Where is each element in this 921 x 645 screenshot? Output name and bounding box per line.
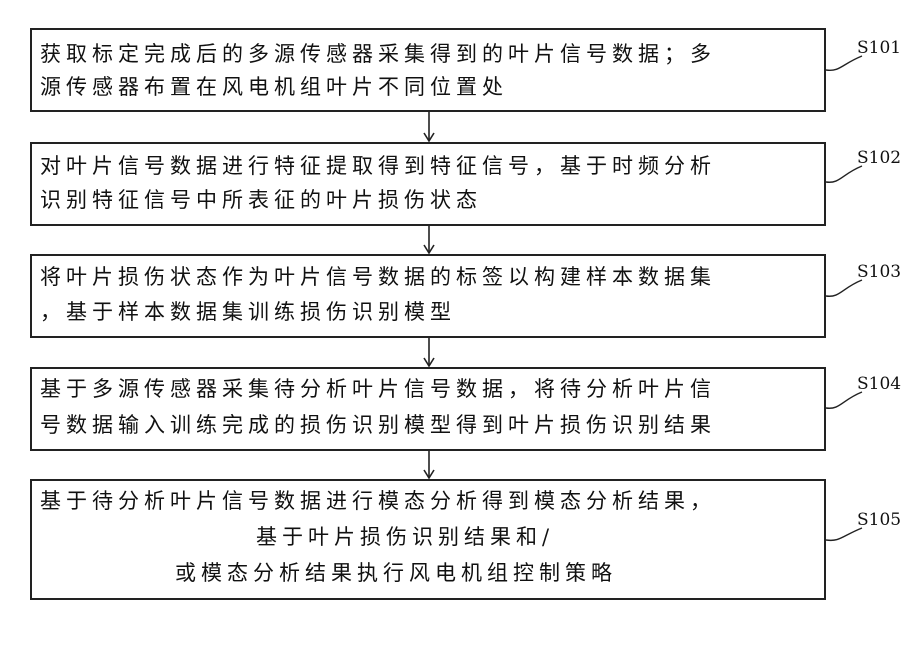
label-leader-4 xyxy=(826,392,862,408)
step-s103-line-2: ，基于样本数据集训练损伤识别模型 xyxy=(40,300,456,324)
step-box-s105: 基于待分析叶片信号数据进行模态分析得到模态分析结果， 基于叶片损伤识别结果和/ … xyxy=(30,479,826,600)
step-label-s105: S105 xyxy=(857,510,901,530)
step-label-s104: S104 xyxy=(857,374,901,394)
step-s104-line-2: 号数据输入训练完成的损伤识别模型得到叶片损伤识别结果 xyxy=(40,413,716,437)
label-leader-1 xyxy=(826,56,862,70)
step-label-s102: S102 xyxy=(857,148,901,168)
step-box-s103: 将叶片损伤状态作为叶片信号数据的标签以构建样本数据集 ，基于样本数据集训练损伤识… xyxy=(30,254,826,338)
step-label-s103: S103 xyxy=(857,262,901,282)
step-s104-line-1: 基于多源传感器采集待分析叶片信号数据，将待分析叶片信 xyxy=(40,377,716,401)
step-s101-line-1: 获取标定完成后的多源传感器采集得到的叶片信号数据；多 xyxy=(40,42,716,66)
step-s105-line-3: 或模态分析结果执行风电机组控制策略 xyxy=(175,561,617,585)
step-box-s104: 基于多源传感器采集待分析叶片信号数据，将待分析叶片信 号数据输入训练完成的损伤识… xyxy=(30,367,826,451)
step-s103-line-1: 将叶片损伤状态作为叶片信号数据的标签以构建样本数据集 xyxy=(40,265,716,289)
step-s102-line-2: 识别特征信号中所表征的叶片损伤状态 xyxy=(40,188,482,212)
step-box-s101: 获取标定完成后的多源传感器采集得到的叶片信号数据；多 源传感器布置在风电机组叶片… xyxy=(30,28,826,112)
step-s101-line-2: 源传感器布置在风电机组叶片不同位置处 xyxy=(40,75,508,99)
label-leader-2 xyxy=(826,166,862,182)
step-s102-line-1: 对叶片信号数据进行特征提取得到特征信号，基于时频分析 xyxy=(40,154,716,178)
step-label-s101: S101 xyxy=(857,38,901,58)
step-box-s102: 对叶片信号数据进行特征提取得到特征信号，基于时频分析 识别特征信号中所表征的叶片… xyxy=(30,142,826,226)
label-leader-3 xyxy=(826,280,862,296)
step-s105-line-1: 基于待分析叶片信号数据进行模态分析得到模态分析结果， xyxy=(40,489,716,513)
step-s105-line-2: 基于叶片损伤识别结果和/ xyxy=(256,525,554,549)
